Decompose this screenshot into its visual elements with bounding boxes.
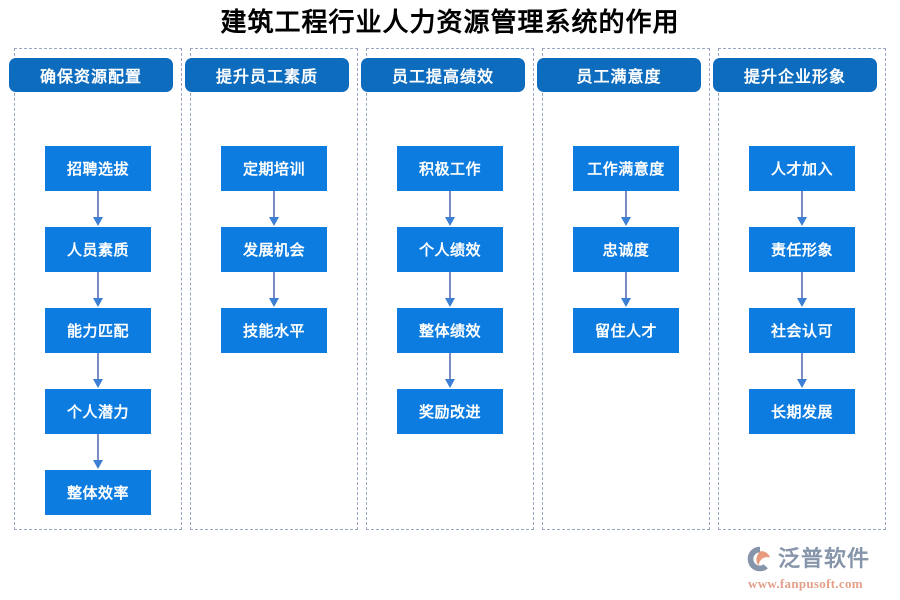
arrow-down-icon — [92, 272, 104, 308]
flow-column: 员工提高绩效积极工作个人绩效整体绩效奖励改进 — [361, 48, 534, 530]
brand-name: 泛普软件 — [778, 546, 871, 571]
flow-node[interactable]: 发展机会 — [221, 227, 327, 272]
flow-node[interactable]: 定期培训 — [221, 146, 327, 191]
flow-node[interactable]: 奖励改进 — [397, 389, 503, 434]
column-header[interactable]: 员工提高绩效 — [361, 58, 525, 92]
flow-node[interactable]: 积极工作 — [397, 146, 503, 191]
flow-node[interactable]: 个人潜力 — [45, 389, 151, 434]
flow-node[interactable]: 责任形象 — [749, 227, 855, 272]
arrow-stem — [801, 353, 803, 381]
flow-node[interactable]: 工作满意度 — [573, 146, 679, 191]
flow-column: 提升企业形象人才加入责任形象社会认可长期发展 — [713, 48, 886, 530]
node-stack: 定期培训发展机会技能水平 — [191, 146, 357, 353]
column-header[interactable]: 员工满意度 — [537, 58, 701, 92]
arrow-head — [93, 460, 103, 469]
arrow-head — [797, 298, 807, 307]
brand-row: 泛普软件 — [746, 544, 870, 574]
flow-node[interactable]: 留住人才 — [573, 308, 679, 353]
flow-node[interactable]: 能力匹配 — [45, 308, 151, 353]
column-header[interactable]: 确保资源配置 — [9, 58, 173, 92]
arrow-stem — [97, 353, 99, 381]
arrow-stem — [801, 191, 803, 219]
arrow-down-icon — [92, 353, 104, 389]
arrow-head — [621, 217, 631, 226]
arrow-down-icon — [620, 191, 632, 227]
flowchart-columns: 确保资源配置招聘选拔人员素质能力匹配个人潜力整体效率提升员工素质定期培训发展机会… — [9, 48, 886, 530]
flow-column: 提升员工素质定期培训发展机会技能水平 — [185, 48, 358, 530]
flow-node[interactable]: 技能水平 — [221, 308, 327, 353]
arrow-down-icon — [796, 272, 808, 308]
column-header[interactable]: 提升员工素质 — [185, 58, 349, 92]
arrow-stem — [97, 191, 99, 219]
node-stack: 工作满意度忠诚度留住人才 — [543, 146, 709, 353]
arrow-down-icon — [444, 272, 456, 308]
arrow-stem — [801, 272, 803, 300]
flow-column: 员工满意度工作满意度忠诚度留住人才 — [537, 48, 710, 530]
node-stack: 积极工作个人绩效整体绩效奖励改进 — [367, 146, 533, 434]
arrow-head — [445, 217, 455, 226]
arrow-stem — [449, 353, 451, 381]
fanpu-swoosh-logo-icon — [746, 545, 774, 573]
arrow-down-icon — [268, 191, 280, 227]
arrow-down-icon — [444, 191, 456, 227]
arrow-head — [445, 379, 455, 388]
arrow-stem — [449, 272, 451, 300]
arrow-down-icon — [620, 272, 632, 308]
arrow-head — [269, 298, 279, 307]
flow-node[interactable]: 整体效率 — [45, 470, 151, 515]
flow-node[interactable]: 社会认可 — [749, 308, 855, 353]
arrow-head — [621, 298, 631, 307]
arrow-head — [445, 298, 455, 307]
flow-node[interactable]: 个人绩效 — [397, 227, 503, 272]
arrow-down-icon — [92, 191, 104, 227]
brand-url: www.fanpusoft.com — [748, 576, 863, 591]
column-header[interactable]: 提升企业形象 — [713, 58, 877, 92]
arrow-down-icon — [796, 353, 808, 389]
arrow-down-icon — [92, 434, 104, 470]
arrow-head — [93, 217, 103, 226]
arrow-stem — [97, 272, 99, 300]
arrow-stem — [273, 191, 275, 219]
arrow-stem — [449, 191, 451, 219]
arrow-head — [269, 217, 279, 226]
arrow-head — [797, 217, 807, 226]
flow-node[interactable]: 忠诚度 — [573, 227, 679, 272]
flow-node[interactable]: 人员素质 — [45, 227, 151, 272]
flow-node[interactable]: 长期发展 — [749, 389, 855, 434]
brand-watermark: 泛普软件 www.fanpusoft.com — [746, 544, 886, 592]
arrow-head — [93, 298, 103, 307]
arrow-stem — [625, 191, 627, 219]
node-stack: 招聘选拔人员素质能力匹配个人潜力整体效率 — [15, 146, 181, 515]
arrow-head — [797, 379, 807, 388]
arrow-stem — [97, 434, 99, 462]
flow-node[interactable]: 整体绩效 — [397, 308, 503, 353]
arrow-down-icon — [796, 191, 808, 227]
arrow-stem — [625, 272, 627, 300]
arrow-head — [93, 379, 103, 388]
arrow-down-icon — [268, 272, 280, 308]
node-stack: 人才加入责任形象社会认可长期发展 — [719, 146, 885, 434]
arrow-down-icon — [444, 353, 456, 389]
flow-node[interactable]: 招聘选拔 — [45, 146, 151, 191]
arrow-stem — [273, 272, 275, 300]
flow-node[interactable]: 人才加入 — [749, 146, 855, 191]
page-title: 建筑工程行业人力资源管理系统的作用 — [220, 8, 680, 37]
flow-column: 确保资源配置招聘选拔人员素质能力匹配个人潜力整体效率 — [9, 48, 182, 530]
